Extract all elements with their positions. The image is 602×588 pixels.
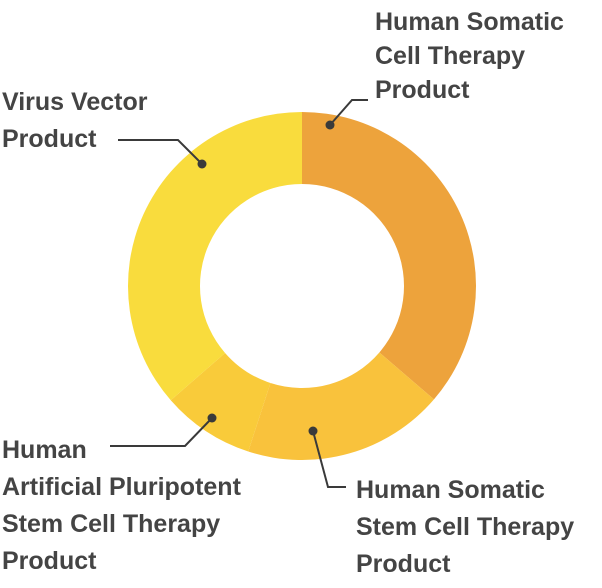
slice-label-line: Product <box>2 547 97 575</box>
leader-dot <box>207 413 217 423</box>
donut-slice <box>170 352 271 452</box>
slice-label-line: Artificial Pluripotent <box>2 473 242 501</box>
slice-label-line: Human Somatic <box>375 8 564 36</box>
leader-dot <box>308 426 318 436</box>
donut-slice <box>248 352 434 460</box>
slice-label-line: Stem Cell Therapy <box>2 510 220 538</box>
slice-label-line: Cell Therapy <box>375 42 525 70</box>
slice-label-line: Virus Vector <box>2 88 148 116</box>
leader-line <box>118 139 203 165</box>
slice-label-line: Human Somatic <box>356 476 545 504</box>
donut-slice <box>302 112 476 400</box>
leader-dot <box>197 159 207 169</box>
slice-label-line: Stem Cell Therapy <box>356 513 574 541</box>
leader-line <box>110 417 213 447</box>
leader-line <box>329 99 368 126</box>
leader-dot <box>325 120 335 130</box>
slice-label-line: Product <box>375 76 470 104</box>
leader-line <box>312 430 346 488</box>
slice-label-line: Product <box>2 125 97 153</box>
slice-label-line: Human <box>2 436 87 464</box>
donut-slice <box>128 112 302 401</box>
slice-label-line: Product <box>356 550 451 578</box>
